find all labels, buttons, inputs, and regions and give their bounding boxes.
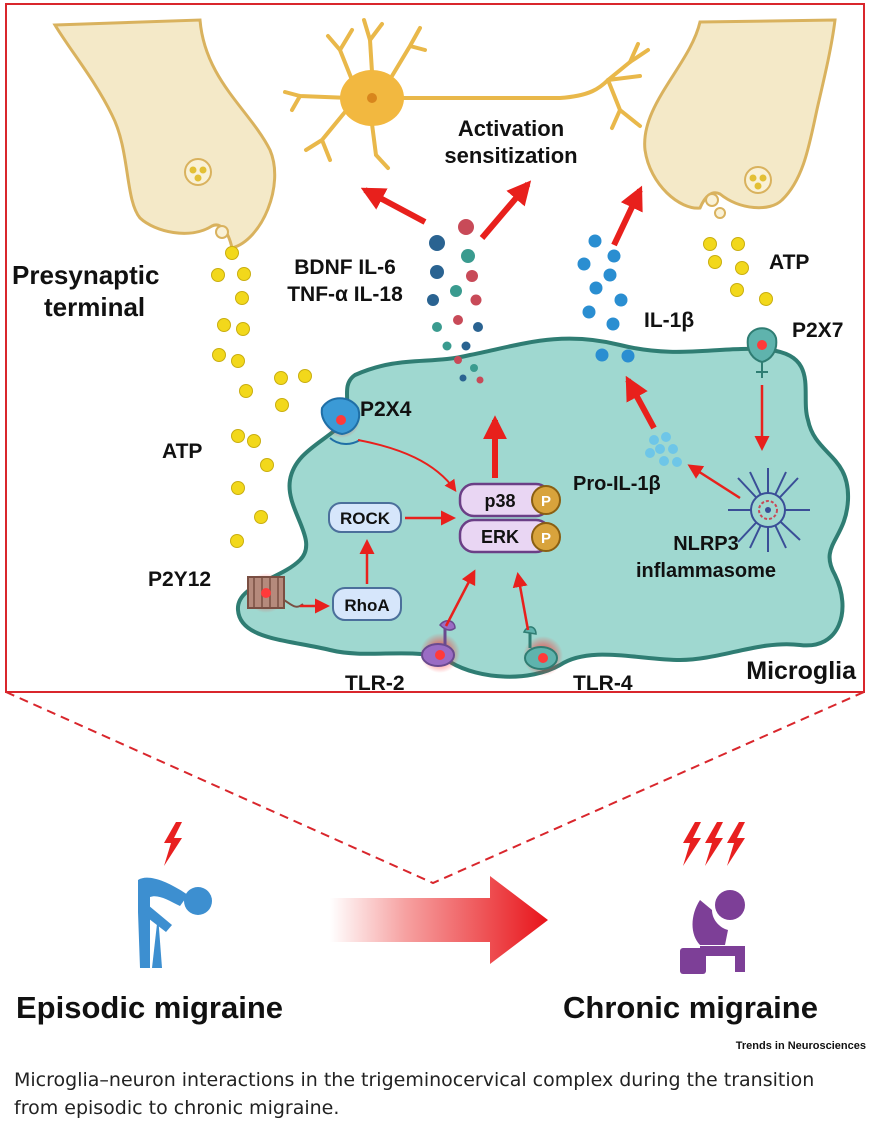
tlr4-receptor [522, 626, 563, 676]
rhoa-label: RhoA [344, 596, 389, 615]
p2x7-label: P2X7 [792, 319, 843, 342]
p2x4-receptor [320, 397, 361, 445]
journal-label: Trends in Neurosciences [736, 1040, 866, 1052]
p38-phospho-label: P [541, 493, 551, 510]
rock-label: ROCK [340, 509, 391, 528]
projection-lines [5, 691, 865, 885]
il1b-molecules [577, 234, 635, 363]
erk-phospho-label: P [541, 530, 551, 547]
activation-label-1: Activation [458, 116, 564, 141]
erk-label: ERK [481, 527, 519, 547]
arrow-pro-il1b-up [625, 375, 657, 430]
signaling-arrows [300, 385, 770, 631]
presynaptic-terminal-left [52, 18, 277, 250]
rhoa-box [332, 587, 402, 621]
arrow-to-activation [479, 180, 532, 240]
presynaptic-label-2: terminal [44, 292, 145, 322]
chronic-person-icon [680, 890, 745, 974]
nlrp3-label-1: NLRP3 [673, 533, 739, 555]
atp-molecules-left [211, 246, 312, 548]
il1b-label: IL-1β [644, 309, 694, 332]
p38-phospho [531, 485, 561, 515]
p2x7-receptor [746, 327, 778, 378]
neuron [283, 18, 650, 170]
bolt-icon [727, 822, 745, 866]
presynaptic-terminal-right [643, 18, 837, 210]
release-vesicle-left [215, 225, 229, 239]
cytokines-label-1: BDNF IL-6 [294, 256, 396, 279]
rock-box [328, 502, 402, 533]
activation-label-2: sensitization [444, 143, 577, 168]
chronic-label: Chronic migraine [563, 990, 818, 1025]
vesicle-right [744, 166, 772, 194]
nlrp3-inflammasome [728, 468, 810, 552]
p2y12-receptor [246, 573, 304, 613]
transition-arrow [330, 876, 548, 964]
bolt-icon [683, 822, 701, 866]
cytokines-label-2: TNF-α IL-18 [287, 283, 403, 306]
tlr4-label: TLR-4 [573, 672, 633, 695]
cytokine-molecules [427, 219, 484, 384]
microglia-label: Microglia [746, 657, 857, 685]
erk-phospho [531, 522, 561, 552]
arrow-il1b-up [611, 185, 643, 247]
vesicle-left [184, 158, 212, 186]
atp-label-left: ATP [162, 440, 202, 463]
episodic-label: Episodic migraine [16, 990, 283, 1025]
bolt-icon [164, 822, 182, 866]
nlrp3-label-2: inflammasome [636, 560, 776, 582]
presynaptic-label-1: Presynaptic [12, 260, 159, 290]
tlr2-receptor [420, 620, 460, 673]
atp-label-right: ATP [769, 251, 809, 274]
p2y12-label: P2Y12 [148, 568, 211, 591]
arrow-to-presynaptic [360, 187, 427, 225]
bolt-icons [164, 822, 745, 866]
tlr2-label: TLR-2 [345, 672, 405, 695]
pro-il1b-molecules [645, 432, 682, 467]
pro-il1b-label: Pro-IL-1β [573, 473, 661, 495]
p2x4-label: P2X4 [360, 398, 412, 421]
bolt-icon [705, 822, 723, 866]
atp-molecules-right [703, 237, 773, 306]
episodic-person-icon [138, 877, 212, 968]
figure-caption: Microglia–neuron interactions in the tri… [14, 1069, 815, 1119]
p38-label: p38 [484, 491, 515, 511]
